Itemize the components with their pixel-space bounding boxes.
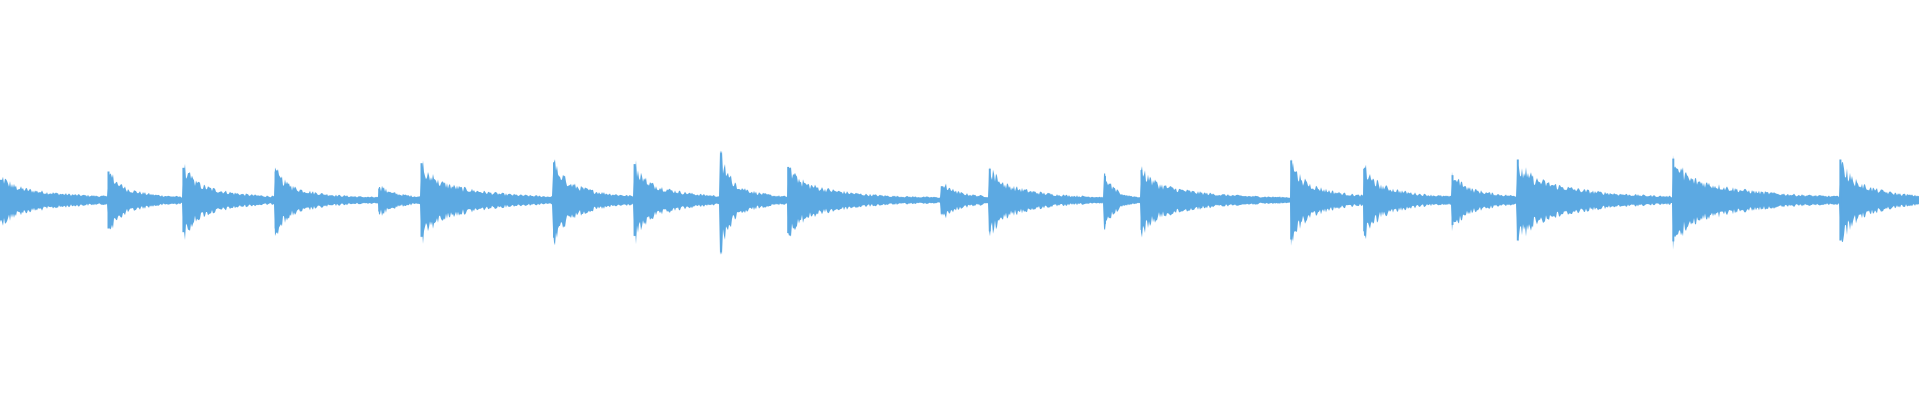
waveform-transient-1 <box>107 171 110 229</box>
waveform-transient-3 <box>274 171 277 229</box>
waveform-transient-18 <box>1672 158 1675 242</box>
waveform-transient-6 <box>553 162 555 238</box>
waveform-transient-8 <box>720 155 722 245</box>
waveform-transient-10 <box>940 186 943 214</box>
waveform-transient-16 <box>1451 175 1454 225</box>
waveform-transient-13 <box>1140 170 1143 230</box>
waveform-transient-7 <box>633 164 636 236</box>
waveform-transient-4 <box>378 188 381 212</box>
waveform-transient-9 <box>787 166 790 234</box>
waveform-transient-12 <box>1104 176 1106 224</box>
waveform-transient-15 <box>1363 168 1366 232</box>
waveform-envelope <box>0 150 1919 255</box>
waveform-transient-5 <box>420 163 423 237</box>
waveform-transient-14 <box>1290 160 1293 240</box>
waveform-transient-17 <box>1516 159 1519 241</box>
waveform-transient-11 <box>988 168 991 232</box>
waveform-transient-2 <box>182 167 185 233</box>
waveform-transient-0 <box>0 179 2 221</box>
waveform-transient-19 <box>1839 159 1842 241</box>
